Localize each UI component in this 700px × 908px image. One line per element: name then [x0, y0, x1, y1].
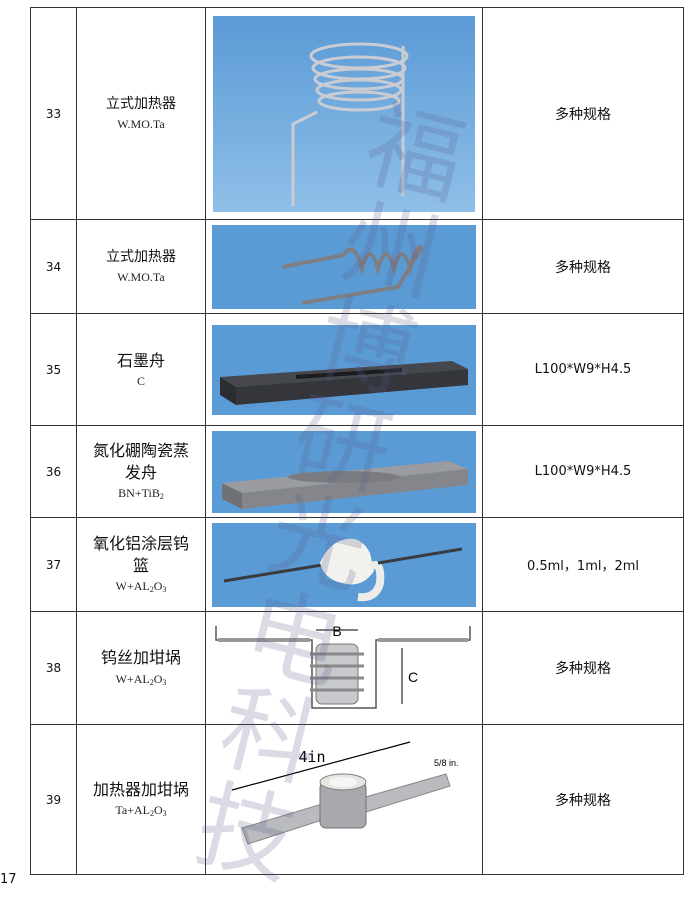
item-material: W+AL2O3 [115, 579, 167, 595]
item-name-cell: 加热器加坩埚 Ta+AL2O3 [76, 724, 206, 875]
item-material: C [136, 374, 145, 389]
heater-crucible-diagram: 4in 5/8 in. [212, 729, 476, 870]
bn-ceramic-boat-photo [212, 430, 476, 513]
item-name: 石墨舟 [116, 350, 165, 370]
item-number: 37 [30, 517, 77, 612]
product-table: 33 立式加热器 W.MO.Ta [30, 7, 684, 875]
table-row: 37 氧化铝涂层钨 篮 W+AL2O3 0.5ml，1ml，2ml [30, 517, 684, 612]
wire-crucible-diagram: B C [212, 618, 476, 718]
item-name: 钨丝加坩埚 [100, 648, 181, 668]
item-number: 34 [30, 219, 77, 314]
item-image-cell [205, 313, 483, 426]
item-spec: 多种规格 [482, 219, 684, 314]
item-name-line-1: 氧化铝涂层钨 [92, 534, 189, 553]
item-name-cell: 立式加热器 W.MO.Ta [76, 7, 206, 220]
item-name: 立式加热器 [106, 248, 176, 265]
item-name-line-2: 篮 [132, 555, 149, 575]
item-name-line-1: 氮化硼陶瓷蒸 [92, 441, 189, 460]
dimension-c-label: C [408, 669, 418, 685]
item-name-cell: 氮化硼陶瓷蒸 发舟 BN+TiB2 [76, 425, 206, 518]
item-spec: L100*W9*H4.5 [482, 313, 684, 426]
item-material: Ta+AL2O3 [115, 803, 167, 819]
item-name: 立式加热器 [106, 95, 176, 112]
item-spec: 多种规格 [482, 724, 684, 875]
dimension-b-label: B [332, 623, 341, 639]
item-image-cell [205, 219, 483, 314]
item-number: 36 [30, 425, 77, 518]
item-spec: 0.5ml，1ml，2ml [482, 517, 684, 612]
item-spec: 多种规格 [482, 611, 684, 725]
item-number: 39 [30, 724, 77, 875]
item-material: W+AL2O3 [115, 671, 167, 687]
item-material: BN+TiB2 [118, 486, 164, 502]
graphite-boat-photo [212, 324, 476, 415]
table-row: 38 钨丝加坩埚 W+AL2O3 B [30, 611, 684, 725]
vertical-coil-heater-photo [213, 15, 475, 212]
item-name-cell: 立式加热器 W.MO.Ta [76, 219, 206, 314]
stranded-coil-heater-photo [212, 224, 476, 309]
item-name-cell: 石墨舟 C [76, 313, 206, 426]
item-spec: 多种规格 [482, 7, 684, 220]
dimension-width-label: 5/8 in. [434, 758, 459, 768]
table-row: 33 立式加热器 W.MO.Ta [30, 7, 684, 220]
table-row: 36 氮化硼陶瓷蒸 发舟 BN+TiB2 L100*W9*H4.5 [30, 425, 684, 518]
item-material: W.MO.Ta [117, 269, 165, 284]
dimension-length-label: 4in [298, 748, 325, 766]
item-number: 33 [30, 7, 77, 220]
item-image-cell [205, 425, 483, 518]
item-spec: L100*W9*H4.5 [482, 425, 684, 518]
item-image-cell: 4in 5/8 in. [205, 724, 483, 875]
table-row: 39 加热器加坩埚 Ta+AL2O3 4in 5/8 in. 多种规格 [30, 724, 684, 875]
item-image-cell [205, 7, 483, 220]
item-material: W.MO.Ta [117, 116, 165, 131]
table-row: 35 石墨舟 C L100*W9*H4.5 [30, 313, 684, 426]
item-image-cell [205, 517, 483, 612]
item-image-cell: B C [205, 611, 483, 725]
item-name-cell: 钨丝加坩埚 W+AL2O3 [76, 611, 206, 725]
item-number: 35 [30, 313, 77, 426]
page-number: 17 [0, 872, 17, 887]
item-name-line-2: 发舟 [124, 462, 157, 482]
item-name-cell: 氧化铝涂层钨 篮 W+AL2O3 [76, 517, 206, 612]
item-name: 加热器加坩埚 [92, 779, 189, 799]
table-row: 34 立式加热器 W.MO.Ta 多种规格 [30, 219, 684, 314]
item-number: 38 [30, 611, 77, 725]
alumina-coated-basket-photo [212, 522, 476, 607]
